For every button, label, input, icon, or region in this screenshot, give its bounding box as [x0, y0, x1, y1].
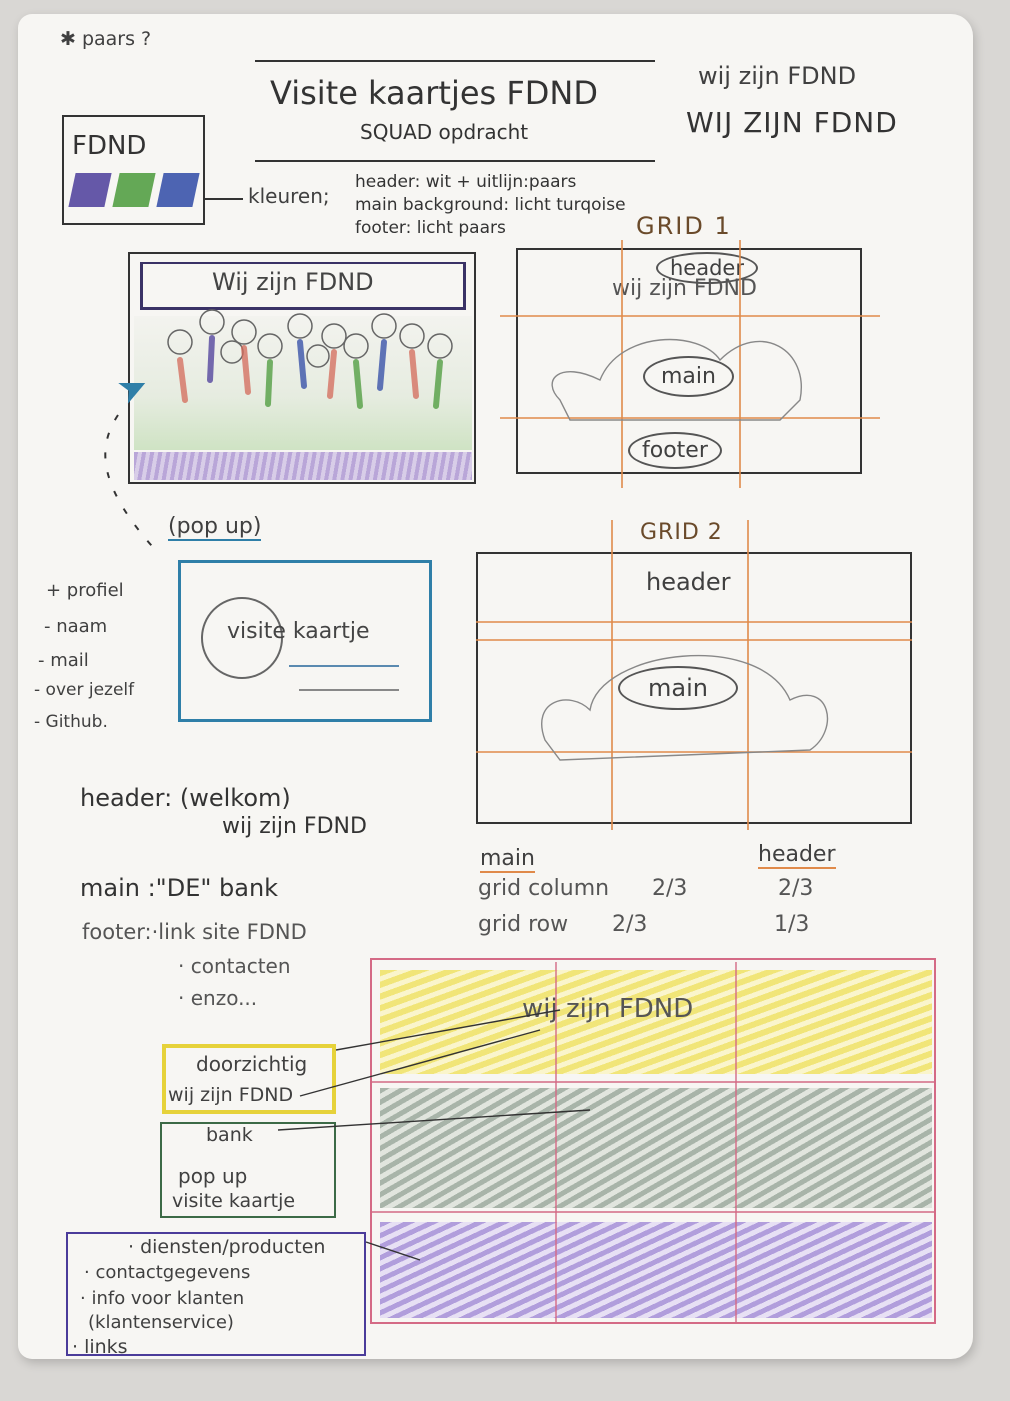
popup-text-line-2	[299, 689, 399, 691]
page-subtitle: SQUAD opdracht	[360, 120, 529, 144]
legend-purple-line-3: · info voor klanten	[80, 1288, 245, 1309]
popup-item-mail: - mail	[38, 650, 89, 671]
popup-avatar-circle	[201, 597, 283, 679]
note-footer-contacten: · contacten	[178, 954, 291, 978]
legend-yellow-line-1: doorzichtig	[196, 1052, 308, 1076]
grid1-header-label: header	[656, 252, 758, 284]
legend-purple-line-1: · diensten/producten	[128, 1236, 326, 1258]
popup-item-over-jezelf: - over jezelf	[34, 680, 135, 700]
grid2-lines	[476, 520, 912, 830]
legend-yellow-line-2: wij zijn FDND	[168, 1084, 294, 1106]
crowd-figures	[167, 309, 453, 368]
popup-connector-dashes	[104, 414, 161, 556]
grid2-sketch: header main	[476, 552, 912, 824]
popup-item-naam: - naam	[44, 616, 108, 637]
legend-green-line-2: pop up	[178, 1164, 248, 1188]
grid1-header-sub: wij zijn FDND	[612, 276, 757, 301]
table-col-main: main	[480, 846, 535, 873]
popup-label: (pop up)	[168, 514, 262, 541]
brand-sample-2: WIJ ZIJN FDND	[686, 106, 898, 139]
title-rule-top	[255, 60, 655, 62]
color-line-main: main background: licht turqoise	[355, 195, 626, 215]
grid1-sofa	[551, 338, 802, 421]
final-main-area	[380, 1088, 932, 1208]
colors-label: kleuren;	[248, 184, 330, 208]
table-row-label-row: grid row	[478, 912, 569, 937]
grid2-sofa	[541, 654, 829, 761]
table-cell-main-column: 2/3	[652, 876, 688, 901]
popup-item-github: - Github.	[34, 712, 108, 732]
note-paars: ✱ paars ?	[60, 28, 152, 50]
sketch-heading: Wij zijn FDND	[212, 268, 374, 296]
grid2-title: GRID 2	[640, 520, 723, 545]
color-line-header: header: wit + uitlijn:paars	[355, 172, 577, 192]
title-rule-bottom	[255, 160, 655, 162]
final-header-area	[380, 970, 932, 1074]
sketch-header-bar	[140, 262, 466, 310]
table-cell-header-row: 1/3	[774, 912, 810, 937]
note-footer-enzo: · enzo...	[178, 986, 258, 1010]
popup-text-line-1	[289, 665, 399, 667]
color-line-footer: footer: licht paars	[355, 218, 506, 238]
grid1-title: GRID 1	[636, 212, 732, 240]
note-footer: footer:·link site FDND	[82, 920, 307, 944]
logo-sample: FDND	[62, 115, 205, 225]
final-grid-sketch: wij zijn FDND	[370, 958, 936, 1324]
note-main: main :"DE" bank	[80, 874, 279, 902]
legend-green-line-3: visite kaartje	[172, 1190, 296, 1212]
page-title: Visite kaartjes FDND	[270, 74, 598, 112]
legend-purple-line-4: (klantenservice)	[88, 1312, 234, 1333]
grid1-lines	[500, 240, 880, 488]
legend-connectors	[277, 1009, 591, 1261]
legend-purple: · diensten/producten · contactgegevens ·…	[66, 1232, 366, 1358]
note-header: header: (welkom)	[80, 784, 291, 812]
grid1-main-label: main	[643, 356, 734, 397]
legend-purple-line-5: · links	[72, 1336, 128, 1358]
sketch-footer-bar	[134, 452, 472, 480]
table-row-label-column: grid column	[478, 876, 610, 901]
legend-purple-line-2: · contactgegevens	[84, 1262, 251, 1283]
grid2-main-label: main	[618, 666, 738, 710]
popup-sketch: visite kaartje	[178, 560, 432, 722]
table-col-header: header	[758, 842, 836, 869]
grid1-sketch: header wij zijn FDND main footer	[516, 248, 862, 474]
table-cell-main-row: 2/3	[612, 912, 648, 937]
grid1-footer-label: footer	[628, 432, 722, 469]
logo-connector	[205, 198, 243, 200]
popup-card-text: visite kaartje	[227, 619, 370, 644]
grid2-header-label: header	[646, 568, 731, 596]
final-footer-area	[380, 1222, 932, 1318]
logo-text: FDND	[72, 131, 147, 161]
legend-green: bank pop up visite kaartje	[160, 1122, 336, 1218]
crowd-bodies	[177, 335, 443, 409]
legend-green-line-1: bank	[206, 1124, 253, 1146]
brand-sample-1: wij zijn FDND	[698, 62, 857, 90]
table-cell-header-column: 2/3	[778, 876, 814, 901]
final-heading: wij zijn FDND	[522, 994, 694, 1024]
note-header-sub: wij zijn FDND	[222, 814, 367, 839]
popup-item-profiel: + profiel	[46, 580, 124, 601]
final-grid-lines	[372, 962, 936, 1322]
legend-yellow: doorzichtig wij zijn FDND	[162, 1044, 336, 1114]
